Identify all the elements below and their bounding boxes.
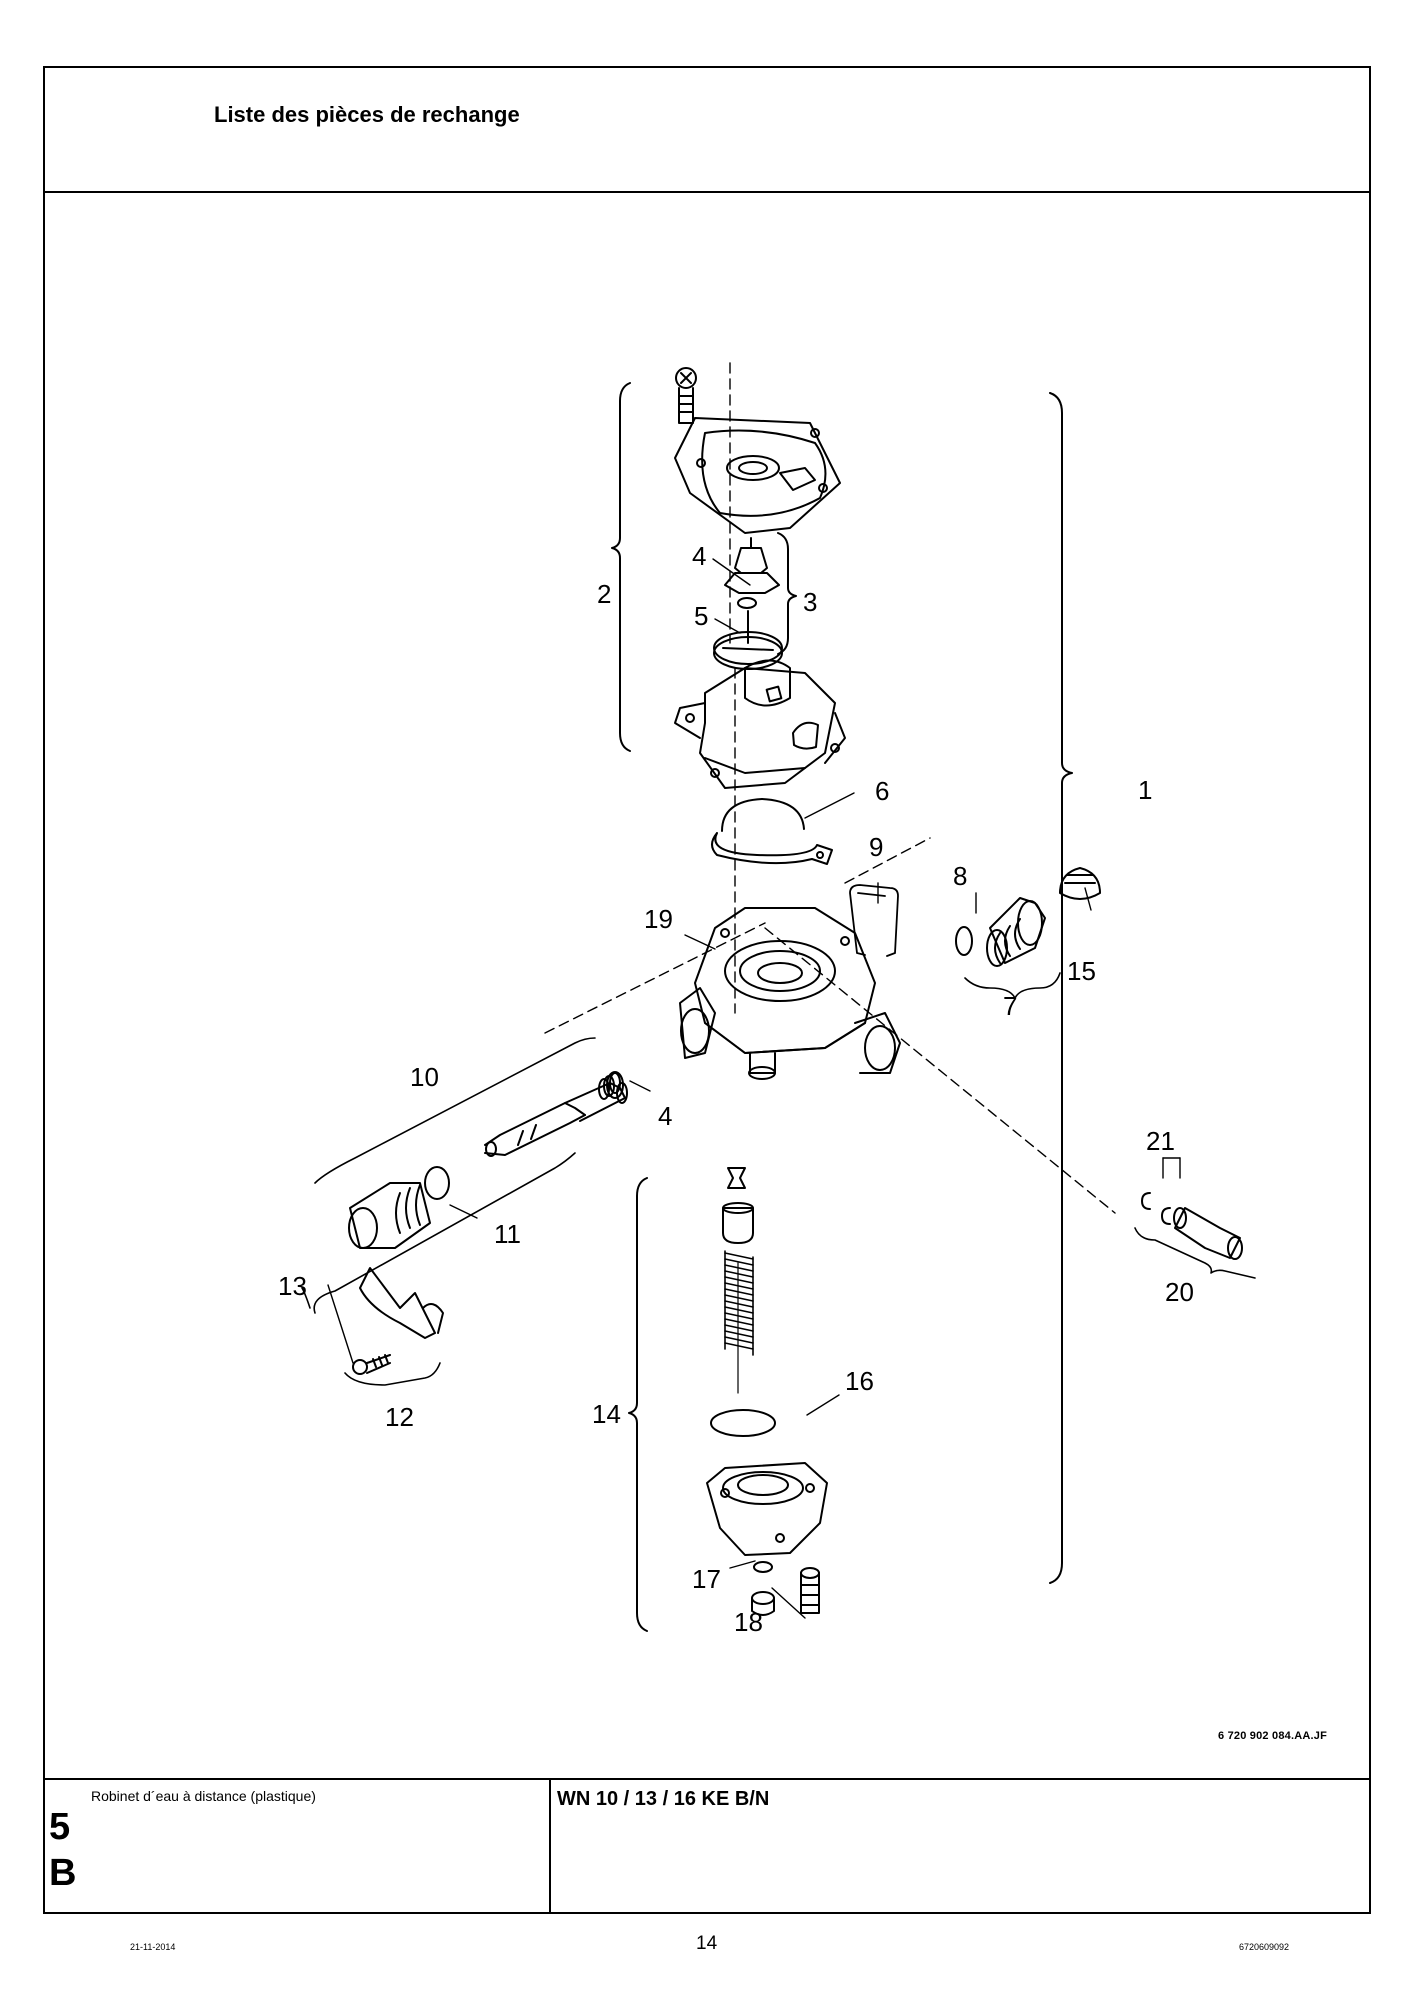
callout-3: 3 xyxy=(803,587,817,617)
callout-19: 19 xyxy=(644,904,673,934)
o-ring-4-left xyxy=(606,1071,624,1099)
callout-20: 20 xyxy=(1165,1277,1194,1307)
footer-model: WN 10 / 13 / 16 KE B/N xyxy=(557,1788,770,1810)
callout-18: 18 xyxy=(734,1607,763,1637)
exploded-view-drawing: 1 2 3 4 4 5 6 7 8 9 10 11 12 13 14 15 16… xyxy=(45,193,1369,1748)
callout-16: 16 xyxy=(845,1366,874,1396)
test-nipple xyxy=(1141,1192,1243,1260)
valve-body xyxy=(679,907,901,1080)
footer-chapter: 5 B xyxy=(49,1804,76,1896)
top-screw xyxy=(675,367,697,424)
drawing-reference: 6 720 902 084.AA.JF xyxy=(1218,1730,1327,1742)
page-frame: Liste des pièces de rechange xyxy=(43,66,1371,1914)
spindle xyxy=(484,1072,628,1157)
o-ring-17 xyxy=(753,1561,773,1573)
callout-5: 5 xyxy=(694,601,708,631)
upper-housing xyxy=(674,659,846,789)
chapter-number: 5 xyxy=(49,1806,71,1848)
callout-21: 21 xyxy=(1146,1126,1175,1156)
cover-plate xyxy=(674,417,841,534)
footer-divider xyxy=(549,1780,551,1912)
bracket-14 xyxy=(628,1177,648,1632)
callout-14: 14 xyxy=(592,1399,621,1429)
plug-18 xyxy=(751,1591,775,1616)
page-number: 14 xyxy=(696,1933,718,1954)
bracket-3 xyxy=(777,532,797,655)
callout-15: 15 xyxy=(1067,956,1096,986)
callout-10: 10 xyxy=(410,1062,439,1092)
callout-4-top: 4 xyxy=(692,541,706,571)
callout-8: 8 xyxy=(953,861,967,891)
page-title: Liste des pièces de rechange xyxy=(214,102,520,127)
spring xyxy=(724,1250,754,1356)
callout-9: 9 xyxy=(869,832,883,862)
inlet-fitting xyxy=(955,867,1101,967)
assembly-axes xyxy=(544,362,1116,1214)
callout-1: 1 xyxy=(1138,775,1152,805)
callout-17: 17 xyxy=(692,1564,721,1594)
gland-nut xyxy=(348,1166,450,1249)
diaphragm xyxy=(711,798,833,865)
callout-13: 13 xyxy=(278,1271,307,1301)
callout-labels: 1 2 3 4 4 5 6 7 8 9 10 11 12 13 14 15 16… xyxy=(278,541,1194,1637)
footer-subtitle: Robinet d´eau à distance (plastique) xyxy=(91,1788,316,1804)
footer-band: Robinet d´eau à distance (plastique) 5 B… xyxy=(45,1778,1369,1912)
bracket-2 xyxy=(611,382,631,752)
valve-insert xyxy=(713,537,783,670)
callout-12: 12 xyxy=(385,1402,414,1432)
cover-screw xyxy=(800,1567,820,1614)
bracket-1 xyxy=(1049,392,1073,1584)
document-number: 6720609092 xyxy=(1238,1942,1289,1952)
callout-6: 6 xyxy=(875,776,889,806)
valve-seat xyxy=(722,1167,754,1244)
chapter-letter: B xyxy=(49,1852,77,1894)
lower-cover xyxy=(706,1462,828,1556)
small-screw xyxy=(352,1354,391,1375)
exploded-view-svg: 1 2 3 4 4 5 6 7 8 9 10 11 12 13 14 15 16… xyxy=(278,362,1256,1637)
callout-7: 7 xyxy=(1003,991,1017,1021)
callout-2: 2 xyxy=(597,579,611,609)
callout-11: 11 xyxy=(494,1219,521,1249)
callout-4-left: 4 xyxy=(658,1101,672,1131)
leader-lines xyxy=(327,558,1181,1619)
retaining-clip xyxy=(849,884,899,957)
bracket-20 xyxy=(1134,1227,1256,1279)
lever-clip xyxy=(359,1267,444,1339)
print-date: 21-11-2014 xyxy=(130,1942,176,1952)
header-band: Liste des pièces de rechange xyxy=(45,68,1369,193)
o-ring-16 xyxy=(710,1409,776,1437)
